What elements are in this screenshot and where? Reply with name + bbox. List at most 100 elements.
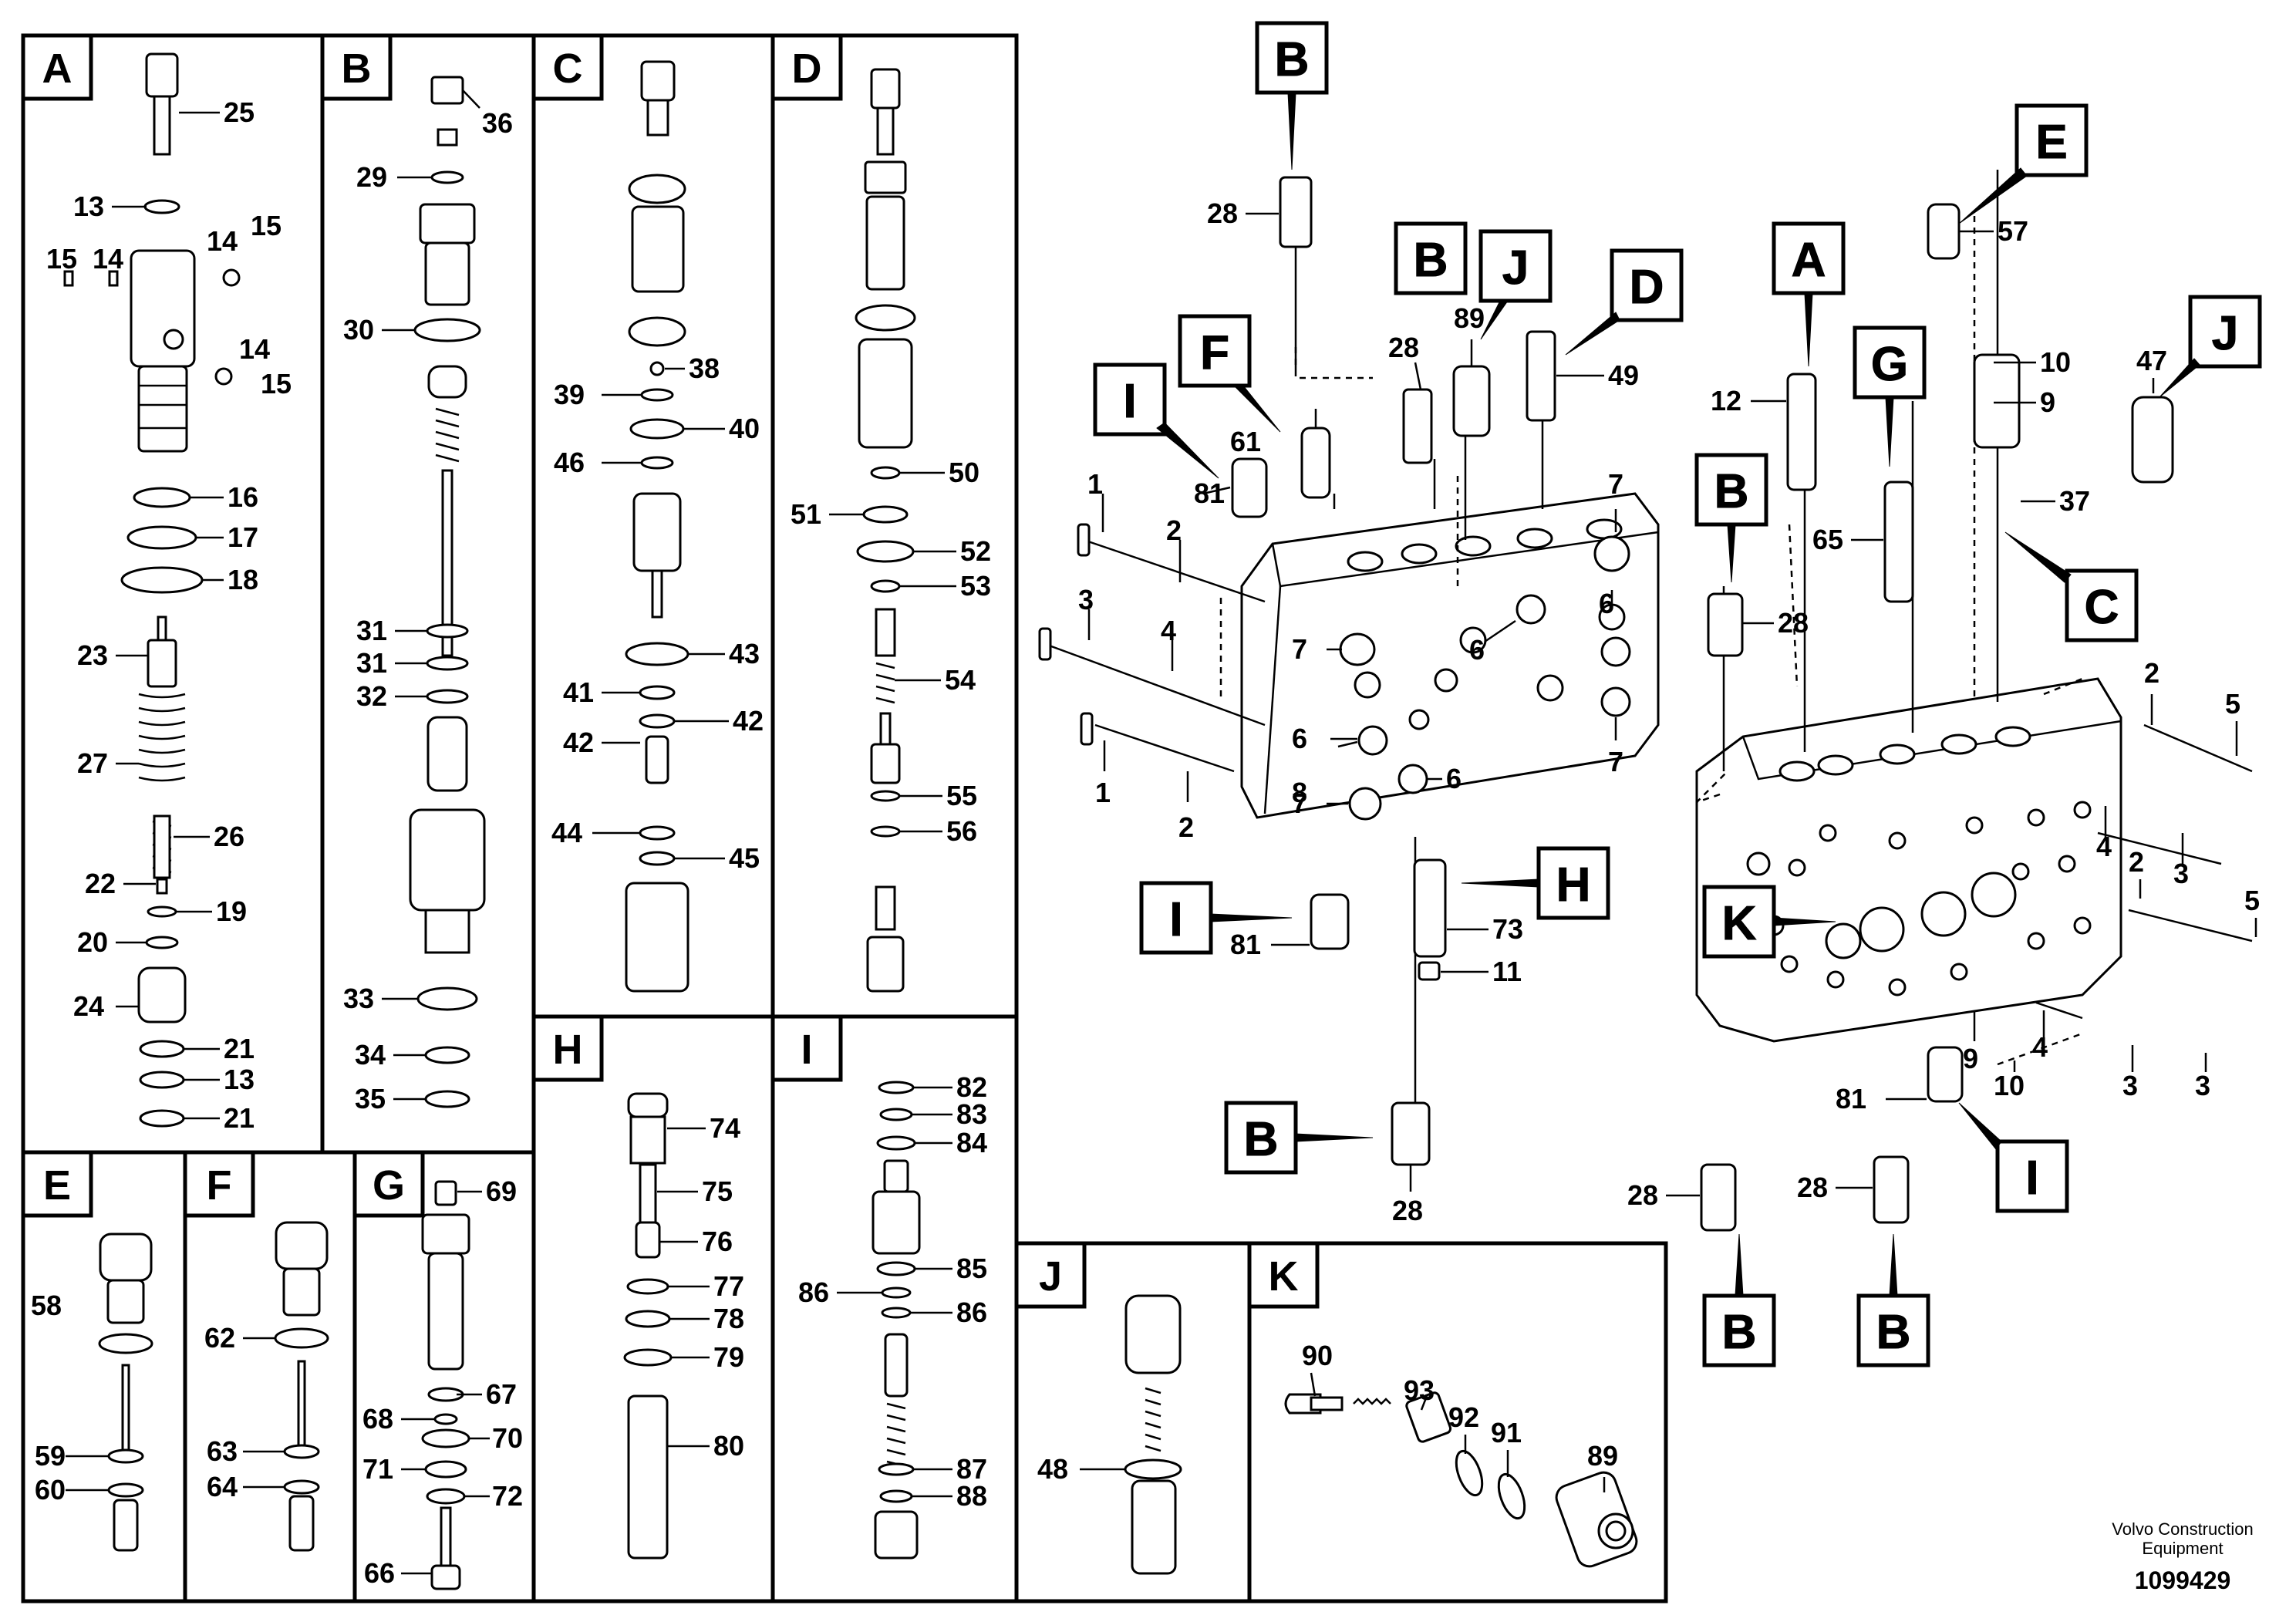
svg-text:13: 13: [224, 1064, 255, 1095]
svg-text:81: 81: [1230, 929, 1261, 960]
callout-a: A: [1772, 221, 1846, 367]
svg-text:58: 58: [31, 1290, 62, 1321]
svg-text:40: 40: [729, 413, 760, 444]
svg-text:53: 53: [960, 570, 991, 602]
panel-f-frame: [183, 1150, 357, 1603]
svg-text:14: 14: [207, 225, 238, 257]
svg-text:B: B: [1275, 33, 1310, 86]
svg-text:8: 8: [1292, 777, 1307, 808]
svg-text:30: 30: [343, 314, 374, 346]
svg-text:44: 44: [551, 817, 582, 848]
svg-text:C: C: [2085, 581, 2119, 634]
svg-text:15: 15: [46, 243, 77, 275]
svg-text:65: 65: [1812, 524, 1843, 555]
svg-text:F: F: [207, 1162, 232, 1209]
svg-text:1: 1: [1095, 777, 1111, 808]
svg-text:56: 56: [946, 815, 977, 847]
svg-text:4: 4: [2096, 831, 2112, 862]
svg-text:7: 7: [1608, 468, 1623, 500]
panel-efg-labels: 58 59 60 62 63 64 69 67 68 70 71 72 66: [31, 1175, 523, 1589]
svg-text:A: A: [42, 46, 72, 92]
panel-b-labels: 36 29 30 31 31 32 33 34 35: [343, 89, 513, 1114]
svg-text:74: 74: [710, 1112, 740, 1144]
svg-text:36: 36: [482, 107, 513, 139]
svg-text:83: 83: [956, 1098, 987, 1130]
svg-text:E: E: [2035, 116, 2067, 169]
svg-text:39: 39: [554, 379, 585, 410]
svg-text:93: 93: [1404, 1374, 1435, 1406]
svg-text:D: D: [792, 46, 822, 92]
svg-text:23: 23: [77, 639, 108, 671]
svg-text:H: H: [1556, 858, 1591, 912]
svg-text:21: 21: [224, 1033, 255, 1064]
svg-text:55: 55: [946, 780, 977, 811]
svg-text:5: 5: [2225, 688, 2240, 720]
panel-d-corner: D: [770, 33, 843, 101]
svg-text:17: 17: [228, 521, 258, 553]
svg-text:J: J: [2212, 307, 2238, 360]
callout-i-lower-left: I: [1139, 881, 1293, 955]
panel-k-frame: [1247, 1241, 1668, 1603]
svg-text:61: 61: [1230, 426, 1261, 457]
panel-i-labels: 82 83 84 85 86 86 87 88: [798, 1071, 987, 1512]
svg-text:B: B: [342, 46, 372, 92]
svg-text:A: A: [1792, 234, 1826, 287]
svg-text:6: 6: [1292, 723, 1307, 754]
right-block-labels: 57 12 10 9 65 37 47 28 2 5 4 3 2 5 4 3 3…: [1627, 215, 2260, 1211]
svg-text:B: B: [1722, 1306, 1757, 1359]
svg-text:3: 3: [1078, 584, 1094, 615]
panel-h-labels: 74 75 76 77 78 79 80: [657, 1112, 744, 1462]
panel-jk-labels: 48 90 93 92 91 89: [1037, 1340, 1618, 1492]
svg-text:2: 2: [2129, 846, 2144, 878]
svg-text:16: 16: [228, 481, 258, 513]
panel-efg-parts: [98, 1180, 470, 1590]
callout-j-right: J: [2159, 295, 2262, 398]
svg-text:C: C: [553, 46, 583, 92]
svg-text:52: 52: [960, 535, 991, 567]
svg-text:85: 85: [956, 1253, 987, 1284]
svg-text:32: 32: [356, 680, 387, 712]
svg-text:87: 87: [956, 1453, 987, 1485]
svg-text:24: 24: [73, 990, 104, 1022]
svg-text:54: 54: [945, 664, 976, 696]
footer-drawing-id: 1099429: [2135, 1566, 2231, 1594]
callout-b-bottom-right: B: [1856, 1233, 1930, 1367]
svg-text:14: 14: [93, 243, 123, 275]
svg-text:H: H: [553, 1027, 583, 1073]
svg-text:45: 45: [729, 842, 760, 874]
svg-text:89: 89: [1587, 1440, 1618, 1472]
panel-b-parts: [409, 76, 486, 1108]
part-number-labels: 25 13 15 14 14 15 14 15 16 17 18 23 27 2…: [31, 89, 2260, 1589]
svg-text:B: B: [1414, 234, 1448, 287]
svg-text:46: 46: [554, 447, 585, 478]
svg-text:J: J: [1502, 241, 1529, 295]
svg-text:J: J: [1039, 1253, 1062, 1300]
svg-text:84: 84: [956, 1127, 987, 1158]
svg-text:I: I: [801, 1027, 812, 1073]
svg-text:79: 79: [713, 1341, 744, 1373]
callout-k: K: [1702, 885, 1836, 959]
svg-text:38: 38: [689, 352, 720, 384]
svg-text:86: 86: [956, 1297, 987, 1328]
svg-text:11: 11: [1492, 956, 1522, 987]
callout-g: G: [1853, 325, 1927, 467]
svg-text:68: 68: [362, 1403, 393, 1435]
panel-f-corner: F: [183, 1150, 255, 1218]
svg-text:3: 3: [2173, 858, 2189, 889]
svg-text:1: 1: [1087, 468, 1103, 500]
svg-text:18: 18: [228, 564, 258, 595]
svg-text:2: 2: [1178, 811, 1194, 843]
footer-block: Volvo Construction Equipment 1099429: [2112, 1519, 2253, 1594]
left-block-labels: 28 28 89 49 61 81 1 2 3 4 7 6 6 7 6 7 8 …: [1078, 197, 1639, 1226]
svg-text:82: 82: [956, 1071, 987, 1103]
callout-letter-boxes: B F I B J D A G B E J C K I H B I B B: [1093, 21, 2262, 1367]
svg-text:27: 27: [77, 747, 108, 779]
svg-text:29: 29: [356, 161, 387, 193]
svg-text:76: 76: [702, 1226, 733, 1257]
svg-text:60: 60: [35, 1474, 66, 1506]
svg-text:41: 41: [563, 676, 594, 708]
callout-b-bottom-left: B: [1702, 1233, 1776, 1367]
svg-text:28: 28: [1392, 1195, 1423, 1226]
callout-f: F: [1178, 314, 1281, 433]
